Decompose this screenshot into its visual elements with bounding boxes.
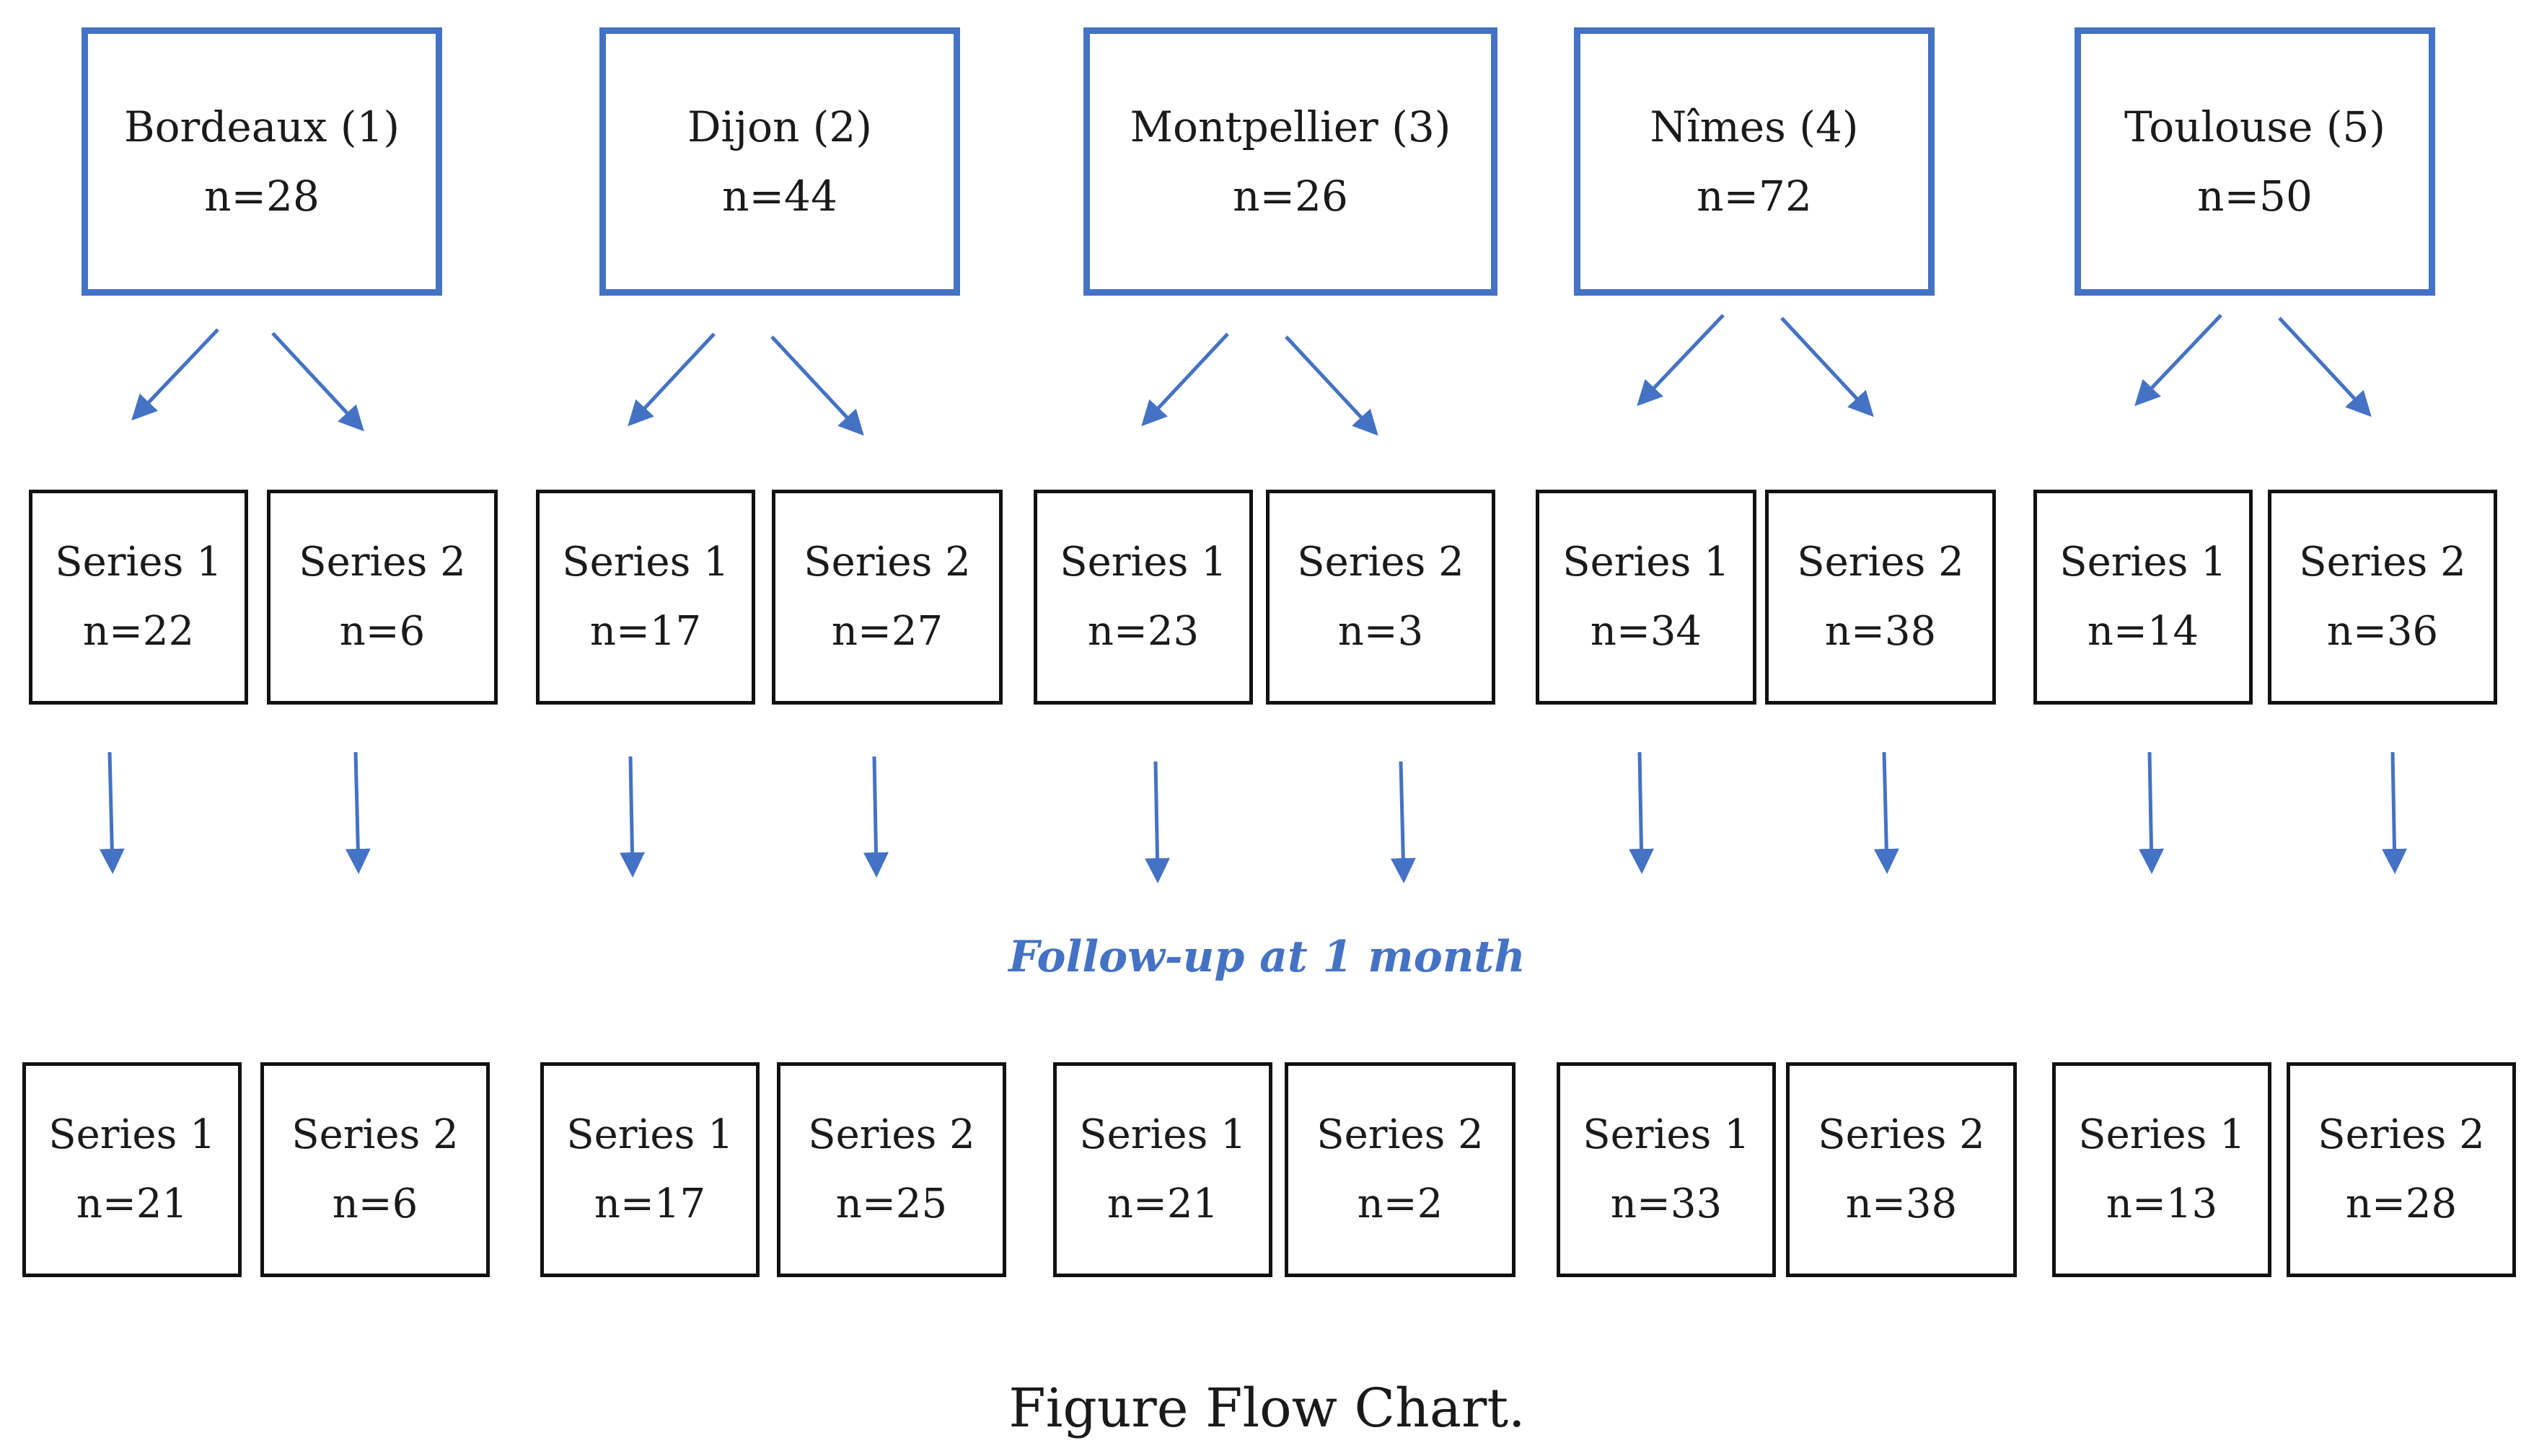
series-label: Series 2 xyxy=(1797,539,1964,586)
followup-count: n=6 xyxy=(332,1181,418,1227)
series-count: n=34 xyxy=(1590,608,1702,655)
series-label: Series 2 xyxy=(1297,539,1464,586)
series-box-dijon-1: Series 1 n=17 xyxy=(536,490,755,705)
arrow-nimes-to-series-1 xyxy=(1637,314,1725,407)
series-label: Series 1 xyxy=(48,1111,216,1158)
arrow-montpellier-to-series-1 xyxy=(1141,332,1229,427)
center-box-nimes: Nîmes (4) n=72 xyxy=(1574,27,1935,296)
series-count: n=3 xyxy=(1337,608,1424,655)
arrow-down-montpellier-2 xyxy=(1390,761,1416,883)
series-label: Series 2 xyxy=(808,1111,975,1158)
series-label: Series 1 xyxy=(562,539,729,586)
series-label: Series 1 xyxy=(2059,539,2227,586)
followup-box-montpellier-2: Series 2 n=2 xyxy=(1285,1062,1515,1277)
series-count: n=23 xyxy=(1087,608,1200,655)
followup-count: n=28 xyxy=(2345,1181,2458,1227)
center-box-montpellier: Montpellier (3) n=26 xyxy=(1083,27,1497,296)
arrow-montpellier-to-series-2 xyxy=(1285,335,1378,436)
followup-box-nimes-2: Series 2 n=38 xyxy=(1786,1062,2017,1277)
followup-box-toulouse-2: Series 2 n=28 xyxy=(2287,1062,2516,1277)
arrow-dijon-to-series-1 xyxy=(628,332,716,427)
arrow-down-dijon-1 xyxy=(619,756,645,878)
series-label: Series 1 xyxy=(2078,1111,2245,1158)
center-box-bordeaux: Bordeaux (1) n=28 xyxy=(82,27,442,296)
followup-count: n=2 xyxy=(1357,1181,1443,1227)
followup-box-bordeaux-1: Series 1 n=21 xyxy=(22,1062,242,1277)
series-box-toulouse-2: Series 2 n=36 xyxy=(2268,490,2497,705)
series-box-toulouse-1: Series 1 n=14 xyxy=(2033,490,2253,705)
followup-count: n=21 xyxy=(1107,1181,1219,1227)
arrow-bordeaux-to-series-1 xyxy=(131,328,219,421)
series-label: Series 2 xyxy=(2299,539,2466,586)
series-box-bordeaux-2: Series 2 n=6 xyxy=(267,490,498,705)
series-label: Series 2 xyxy=(1316,1111,1484,1158)
center-count: n=72 xyxy=(1697,172,1812,221)
series-box-nimes-1: Series 1 n=34 xyxy=(1536,490,1756,705)
center-name: Bordeaux (1) xyxy=(124,102,400,151)
arrow-down-montpellier-1 xyxy=(1144,761,1170,883)
center-count: n=50 xyxy=(2197,172,2313,221)
arrow-down-toulouse-2 xyxy=(2381,751,2407,874)
followup-box-dijon-1: Series 1 n=17 xyxy=(540,1062,760,1277)
series-label: Series 1 xyxy=(1562,539,1730,586)
series-count: n=14 xyxy=(2087,608,2199,655)
series-box-nimes-2: Series 2 n=38 xyxy=(1765,490,1996,705)
center-count: n=26 xyxy=(1233,172,1348,221)
series-label: Series 1 xyxy=(566,1111,734,1158)
center-name: Nîmes (4) xyxy=(1650,102,1859,151)
series-count: n=22 xyxy=(82,608,195,655)
arrow-down-nimes-2 xyxy=(1873,751,1899,874)
followup-count: n=33 xyxy=(1610,1181,1723,1227)
followup-count: n=21 xyxy=(76,1181,188,1227)
followup-box-nimes-1: Series 1 n=33 xyxy=(1557,1062,1776,1277)
series-label: Series 2 xyxy=(291,1111,459,1158)
center-count: n=28 xyxy=(204,172,320,221)
followup-count: n=38 xyxy=(1845,1181,1958,1227)
arrow-down-toulouse-1 xyxy=(2138,751,2164,874)
series-count: n=36 xyxy=(2326,608,2439,655)
arrow-down-dijon-2 xyxy=(863,756,889,878)
arrow-toulouse-to-series-1 xyxy=(2134,314,2222,407)
series-box-bordeaux-1: Series 1 n=22 xyxy=(29,490,248,705)
followup-box-dijon-2: Series 2 n=25 xyxy=(777,1062,1006,1277)
followup-box-bordeaux-2: Series 2 n=6 xyxy=(260,1062,490,1277)
arrow-down-bordeaux-2 xyxy=(345,751,371,874)
followup-count: n=13 xyxy=(2106,1181,2218,1227)
series-label: Series 1 xyxy=(1060,539,1227,586)
series-count: n=27 xyxy=(831,608,943,655)
arrow-nimes-to-series-2 xyxy=(1780,317,1874,418)
center-name: Toulouse (5) xyxy=(2124,102,2385,151)
series-box-dijon-2: Series 2 n=27 xyxy=(772,490,1003,705)
series-count: n=6 xyxy=(339,608,426,655)
arrow-down-nimes-1 xyxy=(1628,751,1654,874)
series-count: n=38 xyxy=(1824,608,1937,655)
center-count: n=44 xyxy=(722,172,837,221)
followup-box-toulouse-1: Series 1 n=13 xyxy=(2052,1062,2271,1277)
center-name: Montpellier (3) xyxy=(1130,102,1451,151)
arrow-down-bordeaux-1 xyxy=(99,751,125,874)
series-count: n=17 xyxy=(589,608,702,655)
center-box-toulouse: Toulouse (5) n=50 xyxy=(2075,27,2435,296)
arrow-bordeaux-to-series-2 xyxy=(271,332,364,432)
series-label: Series 2 xyxy=(1818,1111,1985,1158)
center-box-dijon: Dijon (2) n=44 xyxy=(599,27,960,296)
arrow-dijon-to-series-2 xyxy=(770,335,864,436)
figure-caption: Figure Flow Chart. xyxy=(1008,1377,1526,1439)
followup-count: n=17 xyxy=(594,1181,706,1227)
series-label: Series 1 xyxy=(1079,1111,1246,1158)
followup-box-montpellier-1: Series 1 n=21 xyxy=(1053,1062,1272,1277)
followup-label: Follow-up at 1 month xyxy=(1008,932,1526,982)
center-name: Dijon (2) xyxy=(687,102,872,151)
followup-count: n=25 xyxy=(835,1181,948,1227)
series-label: Series 2 xyxy=(804,539,971,586)
series-label: Series 1 xyxy=(55,539,222,586)
arrow-toulouse-to-series-2 xyxy=(2278,317,2372,418)
series-box-montpellier-2: Series 2 n=3 xyxy=(1266,490,1495,705)
series-label: Series 1 xyxy=(1583,1111,1750,1158)
series-label: Series 2 xyxy=(2318,1111,2485,1158)
series-label: Series 2 xyxy=(299,539,466,586)
series-box-montpellier-1: Series 1 n=23 xyxy=(1034,490,1253,705)
